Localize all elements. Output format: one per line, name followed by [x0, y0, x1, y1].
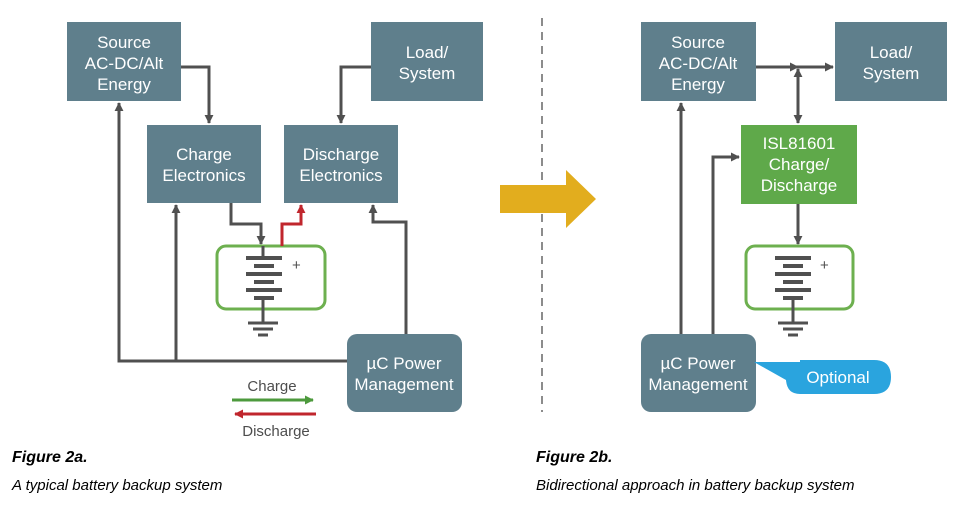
charge-electronics-box: Charge Electronics: [147, 125, 261, 203]
source-box-b: Source AC-DC/Alt Energy: [641, 22, 756, 101]
source-box-a-line1: Source: [97, 33, 151, 52]
power-box-b-line2: Management: [648, 375, 748, 394]
isl81601-box: ISL81601 Charge/ Discharge: [741, 125, 857, 204]
charge-box-line2: Electronics: [162, 166, 245, 185]
isl-box-line1: ISL81601: [763, 134, 836, 153]
load-box-a-line1: Load/: [406, 43, 449, 62]
source-box-a: Source AC-DC/Alt Energy: [67, 22, 181, 101]
figure-2b: Source AC-DC/Alt Energy Load/ System ISL…: [641, 22, 947, 412]
battery-a: +: [215, 244, 327, 337]
battery-b-plus: +: [820, 257, 829, 274]
source-box-b-line1: Source: [671, 33, 725, 52]
transition-arrow-icon: [500, 170, 596, 228]
power-box-a-line1: µC Power: [367, 354, 442, 373]
load-box-a: Load/ System: [371, 22, 483, 101]
discharge-box-line2: Electronics: [299, 166, 382, 185]
load-box-b-line2: System: [863, 64, 920, 83]
legend-discharge-label: Discharge: [242, 423, 310, 440]
figure-2a: Source AC-DC/Alt Energy Load/ System Cha…: [67, 22, 483, 440]
optional-label: Optional: [806, 368, 869, 387]
figure-2a-caption-text: A typical battery backup system: [12, 477, 223, 494]
load-box-b: Load/ System: [835, 22, 947, 101]
load-box-a-line2: System: [399, 64, 456, 83]
legend-charge-label: Charge: [247, 378, 296, 395]
battery-a-plus: +: [292, 257, 301, 274]
discharge-electronics-box: Discharge Electronics: [284, 125, 398, 203]
battery-b: +: [744, 244, 855, 337]
source-box-b-line3: Energy: [671, 75, 725, 94]
isl-box-line2: Charge/: [769, 155, 830, 174]
optional-bubble: Optional: [754, 360, 891, 394]
source-box-a-line3: Energy: [97, 75, 151, 94]
figure-2b-caption-title: Figure 2b.: [536, 449, 613, 466]
wires-a: [114, 65, 408, 363]
isl-box-line3: Discharge: [761, 176, 838, 195]
source-box-b-line2: AC-DC/Alt: [659, 54, 738, 73]
load-box-b-line1: Load/: [870, 43, 913, 62]
source-box-a-line2: AC-DC/Alt: [85, 54, 164, 73]
charge-box-line1: Charge: [176, 145, 232, 164]
figure-2a-caption-title: Figure 2a.: [12, 449, 88, 466]
power-box-b-line1: µC Power: [661, 354, 736, 373]
figure-2b-caption-text: Bidirectional approach in battery backup…: [536, 477, 855, 494]
power-box-a-line2: Management: [354, 375, 454, 394]
legend-a: Charge Discharge: [232, 378, 316, 440]
power-management-box-a: µC Power Management: [347, 334, 462, 412]
power-management-box-b: µC Power Management: [641, 334, 756, 412]
discharge-path-arrow: [280, 204, 306, 246]
wires-b: [676, 62, 834, 334]
discharge-box-line1: Discharge: [303, 145, 380, 164]
